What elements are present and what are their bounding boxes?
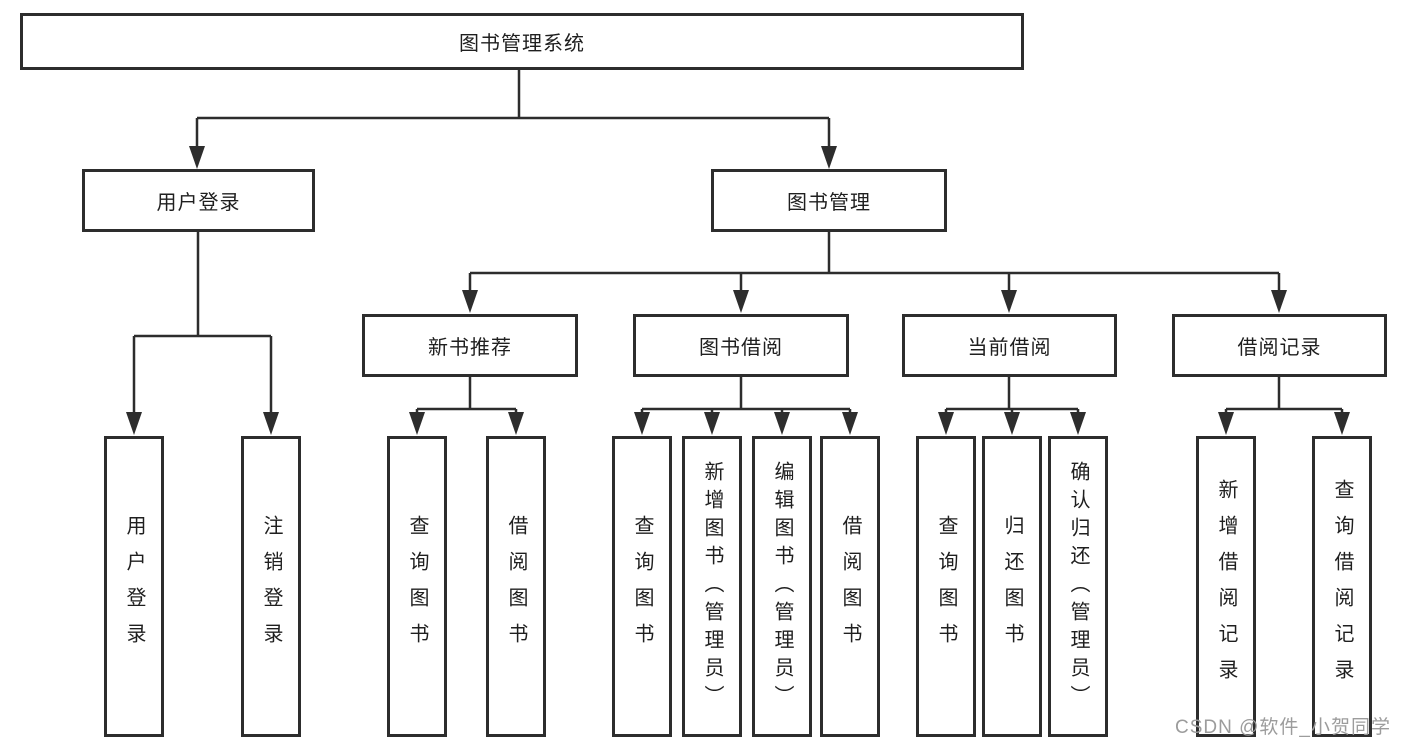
node-leaf-current-confirm-return-admin: 确认归还（管理员） <box>1048 436 1108 737</box>
node-leaf-borrow-edit-book-admin: 编辑图书（管理员） <box>752 436 812 737</box>
node-leaf-recommend-query-book: 查询图书 <box>387 436 447 737</box>
node-leaf-recommend-borrow-book: 借阅图书 <box>486 436 546 737</box>
node-book-borrow: 图书借阅 <box>633 314 849 377</box>
node-leaf-record-query: 查询借阅记录 <box>1312 436 1372 737</box>
connector-newbookrec-to-leaves <box>415 377 518 416</box>
connector-root-to-level2 <box>195 70 831 150</box>
connector-borrowrecord-to-leaves <box>1224 377 1344 416</box>
node-leaf-current-return-book: 归还图书 <box>982 436 1042 737</box>
node-new-book-recommend: 新书推荐 <box>362 314 578 377</box>
arrowheads <box>126 146 1350 435</box>
node-leaf-current-query-book: 查询图书 <box>916 436 976 737</box>
node-borrow-record: 借阅记录 <box>1172 314 1387 377</box>
connector-currentborrow-to-leaves <box>944 377 1080 416</box>
node-leaf-borrow-add-book-admin: 新增图书（管理员） <box>682 436 742 737</box>
node-leaf-logout: 注销登录 <box>241 436 301 737</box>
connector-bookmgmt-to-level3 <box>468 232 1281 294</box>
node-leaf-record-add: 新增借阅记录 <box>1196 436 1256 737</box>
connector-userlogin-to-leaves <box>132 232 273 416</box>
node-leaf-borrow-borrow-book: 借阅图书 <box>820 436 880 737</box>
node-current-borrow: 当前借阅 <box>902 314 1117 377</box>
node-book-management: 图书管理 <box>711 169 947 232</box>
node-leaf-borrow-query-book: 查询图书 <box>612 436 672 737</box>
node-leaf-user-login: 用户登录 <box>104 436 164 737</box>
node-root: 图书管理系统 <box>20 13 1024 70</box>
connector-bookborrow-to-leaves <box>640 377 852 416</box>
csdn-watermark: CSDN @软件_小贺同学 <box>1175 717 1391 738</box>
node-user-login: 用户登录 <box>82 169 315 232</box>
